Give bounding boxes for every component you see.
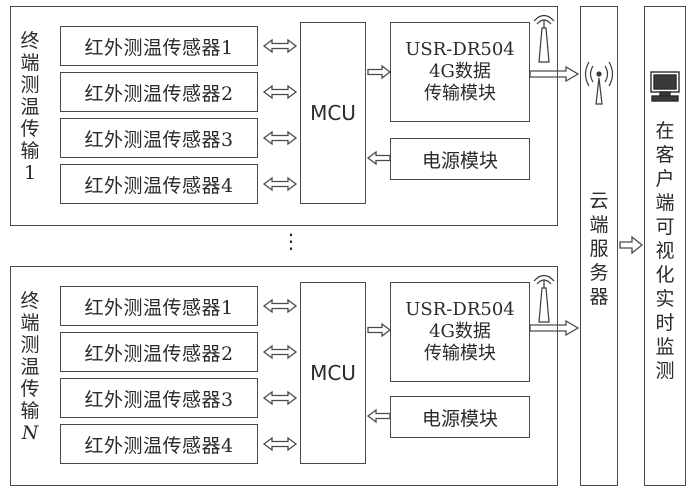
modem-cloud-arrow-n <box>529 319 580 337</box>
mcu-modem-arrow-1 <box>367 65 391 79</box>
label-char: 温 <box>20 356 40 378</box>
modem-cloud-arrow-1 <box>529 65 580 83</box>
sensor-box-n-2: 红外测温传感器2 <box>60 332 258 372</box>
client-char: 实 <box>655 288 675 310</box>
sensor-mcu-arrow-1-4 <box>263 177 297 191</box>
modem-line: 传输模块 <box>423 343 496 364</box>
cloud-client-arrow <box>619 235 644 255</box>
client-char: 视 <box>655 240 675 262</box>
label-char: N <box>21 422 39 444</box>
sensor-mcu-arrow-n-1 <box>263 299 297 313</box>
sensor-mcu-arrow-1-3 <box>263 131 297 145</box>
mcu-box-1: MCU <box>300 22 366 204</box>
cloud-char: 端 <box>589 214 609 236</box>
label-char: 传 <box>20 118 40 140</box>
label-char: 1 <box>23 162 37 184</box>
sensor-box-1-1: 红外测温传感器1 <box>60 26 258 66</box>
sensor-mcu-arrow-n-3 <box>263 391 297 405</box>
mcu-box-n: MCU <box>300 282 366 464</box>
power-mcu-arrow-1 <box>367 151 391 165</box>
client-char: 客 <box>655 144 675 166</box>
modem-line: USR-DR504 <box>405 299 515 320</box>
modem-line: 传输模块 <box>423 83 496 104</box>
cloud-char: 务 <box>589 262 609 284</box>
antenna-icon <box>533 14 555 63</box>
sensor-box-n-1: 红外测温传感器1 <box>60 286 258 326</box>
modem-line: 4G数据 <box>429 321 491 342</box>
power-mcu-arrow-n <box>367 409 391 423</box>
terminal-label-n: 终 端 测 温 传 输 N <box>18 290 42 444</box>
label-char: 终 <box>20 30 40 52</box>
label-char: 终 <box>20 290 40 312</box>
mcu-modem-arrow-n <box>367 323 391 337</box>
label-char: 传 <box>20 378 40 400</box>
label-char: 端 <box>20 52 40 74</box>
cell-tower-icon <box>584 61 614 105</box>
label-char: 测 <box>20 74 40 96</box>
sensor-box-n-4: 红外测温传感器4 <box>60 424 258 464</box>
label-char: 输 <box>20 140 40 162</box>
antenna-icon <box>533 274 555 323</box>
label-char: 端 <box>20 312 40 334</box>
client-char: 端 <box>655 192 675 214</box>
sensor-mcu-arrow-1-1 <box>263 39 297 53</box>
sensor-mcu-arrow-n-2 <box>263 345 297 359</box>
client-char: 在 <box>655 120 675 142</box>
label-char: 输 <box>20 400 40 422</box>
cloud-char: 服 <box>589 238 609 260</box>
label-char: 温 <box>20 96 40 118</box>
sensor-box-1-4: 红外测温传感器4 <box>60 164 258 204</box>
sensor-mcu-arrow-1-2 <box>263 85 297 99</box>
client-char: 可 <box>655 216 675 238</box>
cloud-char: 器 <box>589 286 609 308</box>
sensor-box-n-3: 红外测温传感器3 <box>60 378 258 418</box>
client-char: 测 <box>655 360 675 382</box>
monitor-icon <box>650 71 680 102</box>
client-char: 户 <box>655 168 675 190</box>
power-box-1: 电源模块 <box>390 138 530 180</box>
modem-box-1: USR-DR504 4G数据 传输模块 <box>390 22 530 122</box>
sensor-box-1-3: 红外测温传感器3 <box>60 118 258 158</box>
terminal-label-1: 终 端 测 温 传 输 1 <box>18 30 42 184</box>
cloud-server-box: 云 端 服 务 器 <box>580 6 618 486</box>
client-char: 监 <box>655 336 675 358</box>
modem-line: USR-DR504 <box>405 39 515 60</box>
sensor-box-1-2: 红外测温传感器2 <box>60 72 258 112</box>
cloud-char: 云 <box>589 190 609 212</box>
client-char: 时 <box>655 312 675 334</box>
sensor-mcu-arrow-n-4 <box>263 437 297 451</box>
modem-box-n: USR-DR504 4G数据 传输模块 <box>390 282 530 382</box>
modem-line: 4G数据 <box>429 61 491 82</box>
power-box-n: 电源模块 <box>390 396 530 438</box>
client-char: 化 <box>655 264 675 286</box>
label-char: 测 <box>20 334 40 356</box>
